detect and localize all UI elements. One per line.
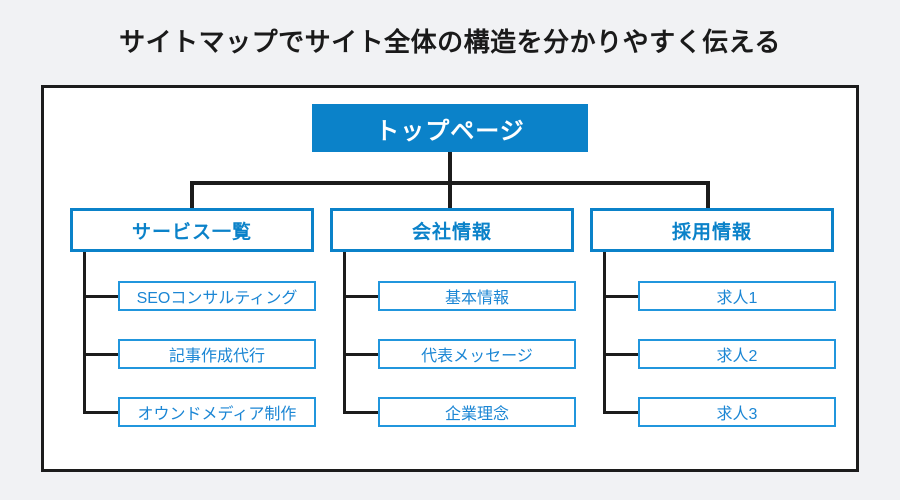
- connector-drop-branch-2: [448, 181, 452, 209]
- node-job-2[interactable]: 求人2: [638, 339, 836, 369]
- connector-stub-col1-1: [83, 295, 119, 298]
- node-article-writing[interactable]: 記事作成代行: [118, 339, 316, 369]
- node-ceo-message[interactable]: 代表メッセージ: [378, 339, 576, 369]
- node-company-info[interactable]: 会社情報: [330, 208, 574, 252]
- connector-stub-col1-3: [83, 411, 119, 414]
- connector-trunk-col3: [603, 252, 606, 414]
- connector-stub-col3-1: [603, 295, 639, 298]
- connector-trunk-col2: [343, 252, 346, 414]
- connector-stub-col2-1: [343, 295, 379, 298]
- node-job-1[interactable]: 求人1: [638, 281, 836, 311]
- node-basic-info[interactable]: 基本情報: [378, 281, 576, 311]
- page-title: サイトマップでサイト全体の構造を分かりやすく伝える: [119, 27, 781, 57]
- node-seo-consulting[interactable]: SEOコンサルティング: [118, 281, 316, 311]
- connector-trunk-col1: [83, 252, 86, 414]
- connector-stub-col1-2: [83, 353, 119, 356]
- node-owned-media[interactable]: オウンドメディア制作: [118, 397, 316, 427]
- connector-stub-col3-3: [603, 411, 639, 414]
- connector-root-stem: [448, 152, 452, 184]
- connector-drop-branch-1: [190, 181, 194, 209]
- connector-stub-col3-2: [603, 353, 639, 356]
- connector-drop-branch-3: [706, 181, 710, 209]
- connector-stub-col2-3: [343, 411, 379, 414]
- node-corporate-philosophy[interactable]: 企業理念: [378, 397, 576, 427]
- node-job-3[interactable]: 求人3: [638, 397, 836, 427]
- connector-stub-col2-2: [343, 353, 379, 356]
- node-top-page[interactable]: トップページ: [312, 104, 588, 152]
- node-recruit-info[interactable]: 採用情報: [590, 208, 834, 252]
- node-services[interactable]: サービス一覧: [70, 208, 314, 252]
